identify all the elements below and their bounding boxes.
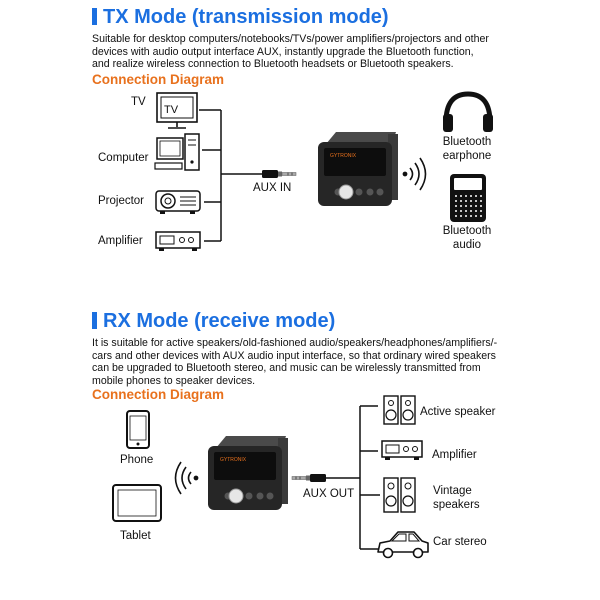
- tx-connection-diagram: TV: [154, 91, 493, 251]
- aux-plug-icon: [291, 474, 326, 482]
- tx-port-label: AUX IN: [253, 182, 292, 194]
- tx-mode-title: TX Mode (transmission mode): [92, 6, 389, 29]
- rx-mode-title: RX Mode (receive mode): [92, 310, 335, 333]
- tx-connection-diagram-title: Connection Diagram: [92, 72, 225, 87]
- rx-output-label-car-stereo: Car stereo: [433, 536, 487, 548]
- tv-screen-text: TV: [164, 104, 179, 116]
- device-brand: GYTRONIX: [330, 153, 357, 159]
- rx-output-label-amplifier: Amplifier: [432, 449, 477, 461]
- rx-output-label-vintage-speakers: Vintage speakers: [433, 485, 480, 511]
- phone-icon: [126, 410, 150, 449]
- amplifier-icon: [155, 231, 201, 251]
- tx-source-label-projector: Projector: [98, 195, 145, 207]
- computer-icon: [154, 133, 200, 171]
- rx-output-label-active-speaker: Active speaker: [420, 406, 496, 418]
- active-speaker-icon: [383, 395, 416, 425]
- tx-source-label-amplifier: Amplifier: [98, 235, 143, 247]
- tx-source-label-tv: TV: [131, 96, 146, 108]
- wireless-signal-icon: [174, 461, 199, 495]
- headphones-icon: [443, 91, 493, 132]
- speaker-grille: [455, 195, 482, 217]
- rx-source-label-phone: Phone: [120, 454, 154, 466]
- device-brand: GYTRONIX: [220, 457, 247, 463]
- tablet-icon: [112, 484, 162, 522]
- aux-plug-icon: [262, 170, 297, 178]
- projector-icon: [155, 190, 201, 214]
- rx-output-bracket: [326, 405, 380, 550]
- tx-source-bracket: [199, 109, 262, 242]
- tx-output-label-audio: Bluetooth audio: [442, 225, 492, 251]
- rx-source-label-tablet: Tablet: [120, 530, 151, 542]
- tx-bluetooth-device: GYTRONIX: [318, 132, 398, 206]
- amplifier-icon: [381, 440, 423, 460]
- title-bar: [92, 312, 97, 329]
- vintage-speaker-icon: [383, 477, 416, 513]
- tx-output-label-earphone: Bluetooth earphone: [442, 136, 492, 162]
- rx-bluetooth-device: GYTRONIX: [208, 436, 288, 510]
- wireless-signal-icon: [402, 157, 427, 191]
- rx-connection-diagram-title: Connection Diagram: [92, 387, 225, 402]
- title-bar: [92, 8, 97, 25]
- rx-description: It is suitable for active speakers/old-f…: [92, 337, 498, 387]
- tx-source-label-computer: Computer: [98, 152, 149, 164]
- smart-speaker-icon: [450, 174, 486, 222]
- car-icon: [377, 531, 429, 559]
- rx-port-label: AUX OUT: [303, 488, 355, 500]
- tx-description: Suitable for desktop computers/notebooks…: [92, 33, 489, 70]
- tv-icon: TV: [156, 92, 198, 129]
